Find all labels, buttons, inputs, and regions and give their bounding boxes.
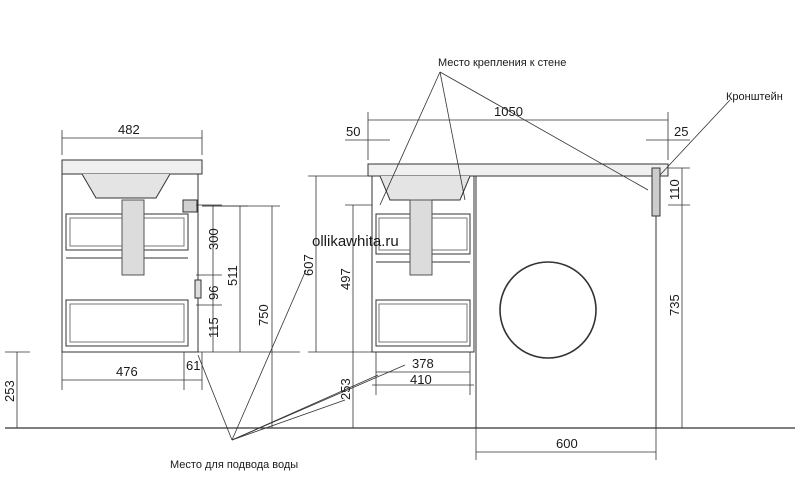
callout-bracket: Кронштейн <box>726 91 783 103</box>
dim-right-1050: 1050 <box>494 104 523 119</box>
right-dimensions <box>308 112 690 460</box>
dim-right-253: 253 <box>338 378 353 400</box>
dim-right-497: 497 <box>338 268 353 290</box>
water-supply-leaders <box>197 269 406 441</box>
dim-left-253: 253 <box>2 380 17 402</box>
dim-left-61: 61 <box>186 358 200 373</box>
right-cabinet <box>367 163 669 353</box>
callout-wall-mount: Место крепления к стене <box>438 57 566 69</box>
dim-left-115: 115 <box>206 317 221 338</box>
dim-left-750: 750 <box>256 304 271 326</box>
dim-right-25: 25 <box>674 124 688 139</box>
dim-right-378: 378 <box>412 356 434 371</box>
dim-left-300: 300 <box>206 228 221 250</box>
dim-left-482: 482 <box>118 122 140 137</box>
dim-right-735: 735 <box>667 294 682 316</box>
left-cabinet <box>61 159 203 353</box>
dim-left-96: 96 <box>206 286 221 300</box>
dim-right-50: 50 <box>346 124 360 139</box>
dim-left-511: 511 <box>225 265 240 286</box>
dim-right-410: 410 <box>410 372 432 387</box>
dim-right-607: 607 <box>301 254 316 276</box>
dim-right-600: 600 <box>556 436 578 451</box>
callout-water-supply: Место для подвода воды <box>170 459 298 471</box>
dim-left-476: 476 <box>116 364 138 379</box>
washing-machine <box>475 167 661 429</box>
bracket-leader <box>659 99 731 176</box>
dim-right-110: 110 <box>667 179 682 200</box>
wall-mount-leaders <box>379 71 649 206</box>
left-dimensions <box>5 130 300 428</box>
watermark: ollikawhita.ru <box>312 233 399 250</box>
